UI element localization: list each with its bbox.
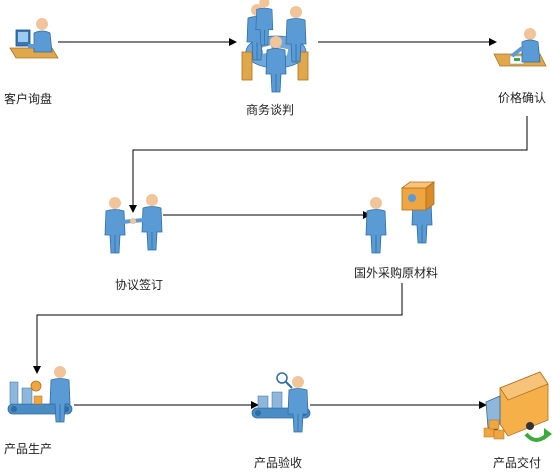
- person-with-box-icon: [365, 181, 436, 254]
- production-line-icon: [7, 365, 73, 423]
- handshake-icon: [104, 193, 163, 254]
- inspection-line-icon: [251, 372, 311, 433]
- step-label-negotiation: 商务谈判: [246, 103, 295, 117]
- arrow-procurement-to-production: [33, 283, 403, 374]
- arrow-confirmation-to-agreement: [129, 116, 528, 213]
- meeting-table-icon: [241, 0, 309, 93]
- person-signing-document-icon: [493, 28, 547, 67]
- step-label-agreement-signing: 协议签订: [115, 278, 164, 292]
- delivery-truck-icon: [483, 371, 552, 442]
- step-label-delivery: 产品交付: [493, 456, 542, 470]
- step-label-inspection: 产品验收: [254, 456, 303, 470]
- step-label-price-confirmation: 价格确认: [498, 91, 547, 105]
- step-label-production: 产品生产: [4, 442, 53, 456]
- customer-at-computer-icon: [9, 18, 59, 59]
- step-label-inquiry: 客户询盘: [4, 92, 53, 106]
- step-label-raw-material-procurement: 国外采购原材料: [354, 266, 439, 280]
- connectors: [33, 38, 528, 409]
